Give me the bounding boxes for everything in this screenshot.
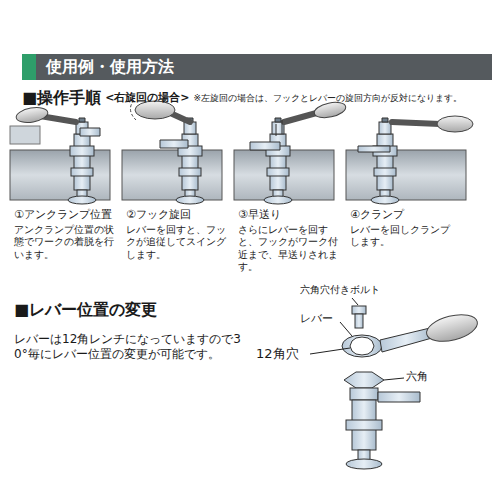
- step-title: ①アンクランプ位置: [14, 208, 126, 222]
- step-title: ④クランプ: [350, 208, 462, 222]
- step-text: さらにレバーを回すと、フックがワーク付近まで、早送りされます。: [238, 224, 346, 274]
- step-1-figure: [10, 105, 110, 204]
- part-label: 六角: [406, 370, 428, 384]
- step-text: レバーを回すと、フックが追従してスイングします。: [126, 224, 234, 262]
- header-title: 使用例・使用方法: [46, 57, 174, 77]
- step-title: ②フック旋回: [126, 208, 238, 222]
- header-bar: [22, 54, 492, 80]
- step-title: ③早送り: [238, 208, 350, 222]
- step-text: レバーを回しクランプします。: [350, 224, 458, 249]
- step-4-figure: [346, 116, 473, 204]
- step-2-figure: [122, 100, 222, 204]
- lever-detail-figure: [310, 298, 480, 469]
- part-label: 12角穴: [256, 346, 299, 362]
- header-accent: [22, 54, 36, 80]
- body-text: レバーは12角レンチになっていますので30°毎にレバー位置の変更が可能です。: [14, 332, 246, 362]
- step-3-figure: [234, 100, 347, 204]
- section-heading: ■操作手順: [22, 88, 101, 108]
- part-label: レバー: [300, 312, 333, 326]
- note: ※左旋回の場合は、フックとレバーの旋回方向が反対になります。: [194, 93, 463, 104]
- subheading: <右旋回の場合>: [105, 91, 189, 105]
- step-text: アンクランプ位置の状態でワークの着脱を行います。: [14, 224, 122, 262]
- part-label: 六角穴付きボルト: [300, 284, 380, 297]
- section-heading: ■レバー位置の変更: [14, 300, 157, 320]
